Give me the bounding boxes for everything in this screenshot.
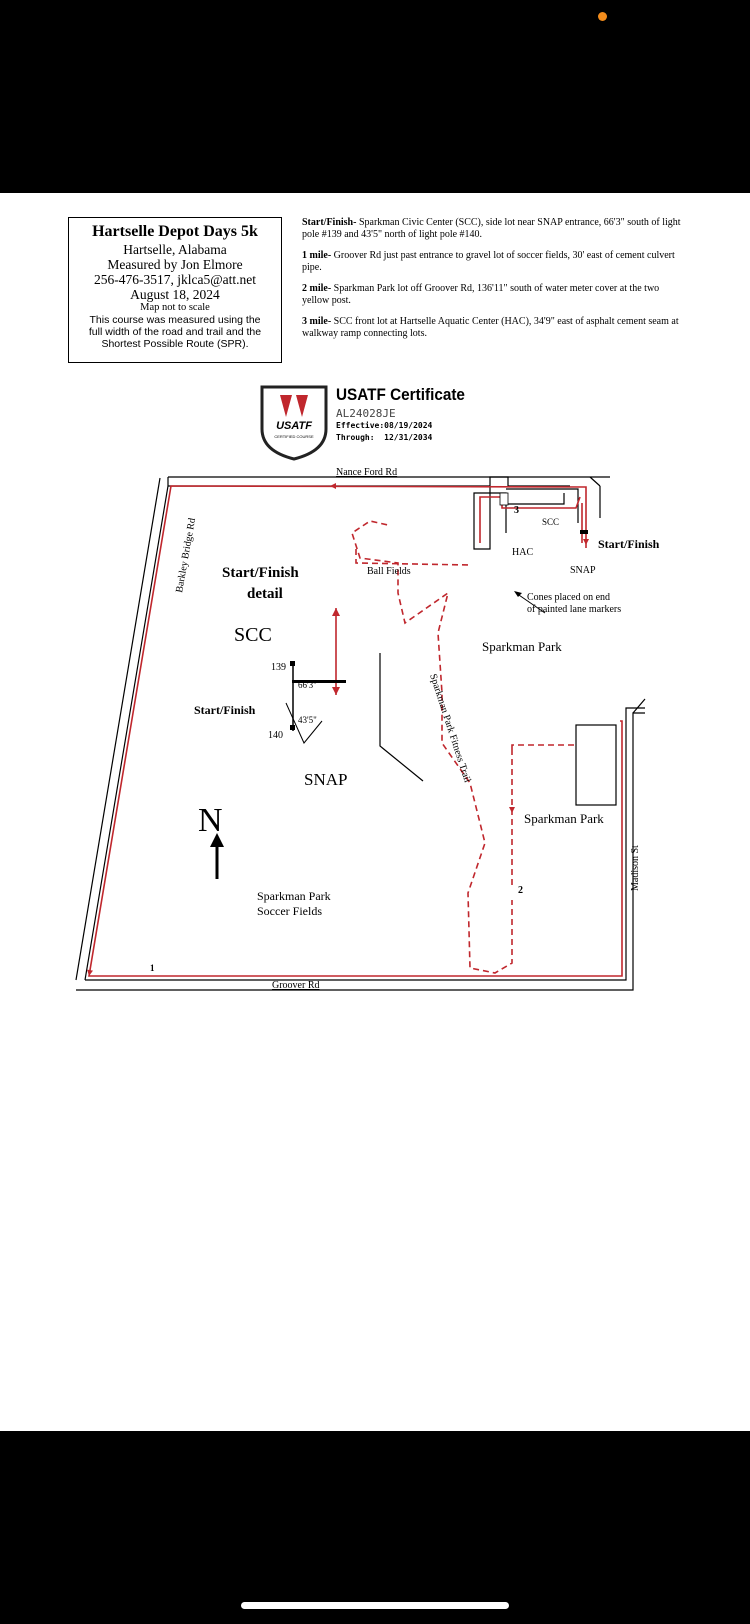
distance-south-label: 43'5" bbox=[298, 715, 317, 725]
status-indicator-dot bbox=[598, 12, 607, 21]
course-info-box: Hartselle Depot Days 5k Hartselle, Alaba… bbox=[68, 217, 282, 363]
pole-139-label: 139 bbox=[271, 662, 286, 673]
detail-title-line-1: Start/Finish bbox=[222, 565, 299, 581]
north-arrow-head-icon bbox=[210, 833, 224, 847]
map-labels: Nance Ford Rd Barkley Bridge Rd Groover … bbox=[150, 467, 660, 991]
groover-rd-label: Groover Rd bbox=[272, 980, 320, 991]
usatf-certificate: USATF CERTIFIED COURSE USATF Certificate… bbox=[258, 381, 698, 461]
spr-note-line-3: Shortest Possible Route (SPR). bbox=[101, 338, 249, 350]
contact-info: 256-476-3517, jklca5@att.net bbox=[93, 272, 257, 287]
light-pole-140-icon bbox=[290, 725, 295, 730]
scc-label: SCC bbox=[542, 517, 559, 527]
snap-building-outline-icon bbox=[285, 702, 323, 744]
cones-pointer-head-icon bbox=[514, 591, 522, 597]
start-line-icon bbox=[292, 680, 346, 683]
mile-3-marker-icon bbox=[499, 492, 509, 506]
mile-1-label: 1 bbox=[150, 963, 155, 973]
svg-text:USATF: USATF bbox=[276, 420, 312, 432]
mile-2-marker-icon bbox=[508, 888, 516, 900]
sparkman-park-label: Sparkman Park bbox=[482, 639, 562, 654]
distance-north-label: 66'3" bbox=[298, 680, 317, 690]
detail-start-finish-label: Start/Finish bbox=[194, 703, 256, 717]
course-map: Nance Ford Rd Barkley Bridge Rd Groover … bbox=[75, 467, 660, 991]
road-network bbox=[75, 476, 646, 991]
light-pole-139-icon bbox=[290, 661, 295, 666]
spr-note-line-2: full width of the road and trail and the bbox=[88, 326, 262, 338]
barkley-bridge-rd-label: Barkley Bridge Rd bbox=[174, 517, 198, 593]
note-start-finish: Start/Finish- Sparkman Civic Center (SCC… bbox=[302, 217, 681, 240]
mile-3-label: 3 bbox=[514, 505, 519, 516]
note-mile-2: 2 mile- Sparkman Park lot off Groover Rd… bbox=[302, 283, 660, 306]
certificate-effective: Effective:08/19/2024 bbox=[336, 421, 433, 430]
map-icons bbox=[210, 492, 588, 900]
split-notes: Start/Finish- Sparkman Civic Center (SCC… bbox=[302, 217, 687, 349]
snap-label: SNAP bbox=[570, 565, 596, 576]
north-label: N bbox=[198, 802, 223, 839]
cones-note-line-2: of painted lane markers bbox=[527, 604, 621, 615]
note-mile-3: 3 mile- SCC front lot at Hartselle Aquat… bbox=[302, 316, 679, 339]
scale-note: Map not to scale bbox=[140, 302, 210, 313]
measure-date: August 18, 2024 bbox=[130, 287, 220, 302]
race-city: Hartselle, Alabama bbox=[123, 242, 227, 257]
start-finish-marker-icon bbox=[580, 530, 588, 534]
detail-scc-label: SCC bbox=[234, 624, 272, 646]
fitness-trail-label: Sparkman Park Fitness Trail bbox=[427, 673, 473, 785]
pole-140-label: 140 bbox=[268, 730, 283, 741]
nance-ford-rd-label: Nance Ford Rd bbox=[336, 467, 397, 478]
certificate-id: AL24028JE bbox=[336, 407, 396, 420]
certificate-title: USATF Certificate bbox=[336, 385, 465, 404]
home-indicator[interactable] bbox=[241, 1602, 509, 1609]
detail-snap-label: SNAP bbox=[304, 770, 347, 789]
svg-text:CERTIFIED COURSE: CERTIFIED COURSE bbox=[274, 434, 314, 439]
measured-by: Measured by Jon Elmore bbox=[107, 257, 243, 272]
ball-fields-label: Ball Fields bbox=[367, 566, 411, 577]
cones-note-line-1: Cones placed on end bbox=[527, 592, 610, 603]
route-arrows bbox=[87, 483, 589, 976]
mile-2-label: 2 bbox=[518, 885, 523, 896]
certificate-through: Through: 12/31/2034 bbox=[336, 433, 433, 442]
sparkman-park-east-label: Sparkman Park bbox=[524, 811, 604, 826]
hac-label: HAC bbox=[512, 547, 533, 558]
cones-pointer-arrow-icon bbox=[515, 592, 546, 614]
soccer-fields-line-1: Sparkman Park bbox=[257, 889, 331, 903]
start-finish-label: Start/Finish bbox=[598, 537, 660, 551]
spr-note-line-1: This course was measured using the bbox=[89, 314, 261, 326]
detail-title-line-2: detail bbox=[247, 586, 283, 602]
madison-st-label: Madison St bbox=[630, 845, 641, 891]
note-mile-1: 1 mile- Groover Rd just past entrance to… bbox=[302, 250, 675, 273]
soccer-fields-line-2: Soccer Fields bbox=[257, 904, 322, 918]
usatf-logo-icon: USATF CERTIFIED COURSE bbox=[260, 385, 328, 461]
course-map-document: Hartselle Depot Days 5k Hartselle, Alaba… bbox=[0, 193, 750, 1431]
race-route bbox=[88, 485, 623, 977]
race-title: Hartselle Depot Days 5k bbox=[92, 223, 258, 240]
